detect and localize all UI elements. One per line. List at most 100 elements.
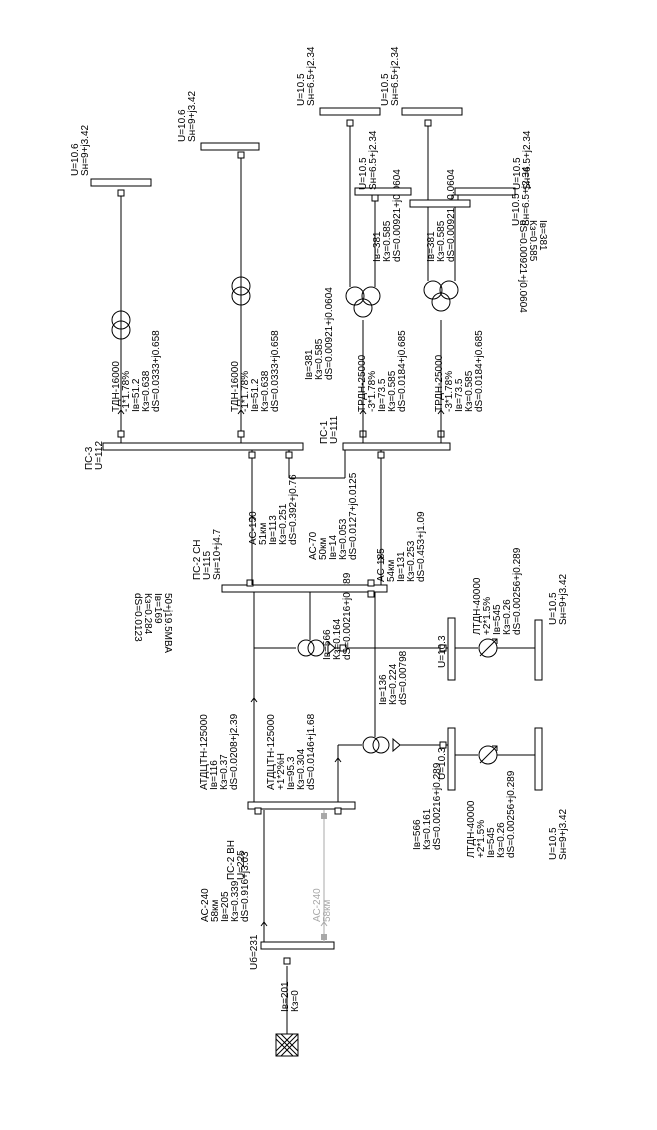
svg-text:Sн=6.5+j2.34: Sн=6.5+j2.34 <box>306 46 317 106</box>
label-atd1: АТДЦТН-125000 Iв=116 Кз=0.37 dS=0.0208+j… <box>199 713 240 790</box>
svg-text:Iв=381: Iв=381 <box>304 349 315 380</box>
svg-text:58км: 58км <box>322 900 333 922</box>
switch[interactable] <box>248 451 256 459</box>
bus-10-3-bottom[interactable] <box>447 727 456 791</box>
svg-text:ЛТДН-40000: ЛТДН-40000 <box>472 577 483 635</box>
svg-text:+2*1.5%: +2*1.5% <box>476 820 487 858</box>
switch[interactable] <box>339 644 347 652</box>
bus-10-3-bottom-label: U=10.3 <box>437 747 448 780</box>
transformer-winding-icon <box>431 292 451 312</box>
svg-text:Кз=0.161: Кз=0.161 <box>422 808 433 850</box>
label-source-current: Iв=201 Кз=0 <box>280 981 301 1012</box>
svg-text:Кз=0.37: Кз=0.37 <box>219 754 230 790</box>
svg-text:ТДН-16000: ТДН-16000 <box>230 361 241 412</box>
bus-10-3-top[interactable] <box>447 617 456 681</box>
svg-text:Iв=116: Iв=116 <box>209 760 220 790</box>
transformer-tdn-1[interactable] <box>111 310 131 340</box>
autotransformer-1[interactable] <box>297 639 336 657</box>
load-bus-ps3-2[interactable] <box>200 142 260 151</box>
ltdn-transformer-top[interactable] <box>478 638 498 658</box>
switch[interactable] <box>334 807 342 815</box>
arrow-icon <box>377 555 385 561</box>
load-bus-ps1-mid[interactable] <box>409 199 471 208</box>
switch-open[interactable] <box>321 934 327 940</box>
svg-text:АС-185: АС-185 <box>376 548 387 582</box>
label-ps1: ПС-1 U=111 <box>319 415 340 444</box>
switch[interactable] <box>117 430 125 438</box>
load-bus-ps1-2[interactable] <box>401 107 463 116</box>
switch[interactable] <box>246 579 254 587</box>
svg-text:U=111: U=111 <box>329 415 340 444</box>
svg-text:АС-150: АС-150 <box>248 511 259 545</box>
bus-ps1[interactable] <box>342 442 451 451</box>
bus-ub[interactable] <box>260 941 335 950</box>
switch[interactable] <box>237 151 245 159</box>
label-as240-1: АС-240 58км Iв=205 Кз=0.339 dS=0.916+j3.… <box>200 851 251 922</box>
transformer-tdn-2[interactable] <box>231 276 251 306</box>
bus-ps2-vn[interactable] <box>247 801 356 810</box>
source-generator[interactable] <box>275 1033 299 1057</box>
delta-icon <box>327 640 336 656</box>
switch-open[interactable] <box>321 813 327 819</box>
label-ps2-sn: ПС-2 СН U=115 Sн=10+j4.7 <box>192 528 223 580</box>
label-load-10-5-top: U=10.5 Sн=9+j3.42 <box>548 573 569 625</box>
src-iv: Iв=201 <box>280 981 291 1012</box>
bus-ps2-sn[interactable] <box>221 584 388 593</box>
svg-text:U=10.5: U=10.5 <box>296 73 307 106</box>
svg-text:ПС-3: ПС-3 <box>84 446 95 470</box>
transformer-winding-icon <box>439 280 459 300</box>
switch[interactable] <box>237 430 245 438</box>
svg-text:Кз=0.164: Кз=0.164 <box>332 618 343 660</box>
transformer-trdn-2[interactable] <box>423 280 459 312</box>
transformer-winding-icon <box>372 736 390 754</box>
switch[interactable] <box>439 644 447 652</box>
transformer-winding-icon <box>345 286 365 306</box>
transformer-trdn-1[interactable] <box>345 286 381 318</box>
label-load-ps1-4: U=10.5 Sн=6.5+j2.34 <box>512 130 533 190</box>
switch[interactable] <box>439 741 447 749</box>
svg-text:АС-240: АС-240 <box>200 888 211 922</box>
switch[interactable] <box>377 451 385 459</box>
svg-text:dS=0.0146+j1.68: dS=0.0146+j1.68 <box>306 713 317 790</box>
switch[interactable] <box>367 579 375 587</box>
load-bus-ps3-1[interactable] <box>90 178 152 187</box>
autotransformer-2[interactable] <box>362 736 401 754</box>
svg-text:Кз=0.585: Кз=0.585 <box>382 220 393 262</box>
line-as240-2-disabled[interactable]: АС-240 58км <box>312 810 333 942</box>
switch[interactable] <box>371 194 379 202</box>
load-bus-10-5-bottom[interactable] <box>534 727 543 791</box>
svg-text:АТДЦТН-125000: АТДЦТН-125000 <box>199 714 210 790</box>
load-bus-ps1-3[interactable] <box>354 187 412 196</box>
label-ps2-vn: ПС-2 ВН U=225 <box>226 840 247 880</box>
bus-ps3[interactable] <box>102 442 304 451</box>
svg-text:dS=0.00798: dS=0.00798 <box>398 650 409 705</box>
switch[interactable] <box>285 451 293 459</box>
load-bus-10-5-top[interactable] <box>534 619 543 681</box>
svg-text:ТРДН-25000: ТРДН-25000 <box>434 354 445 412</box>
switch[interactable] <box>367 590 375 598</box>
switch[interactable] <box>117 189 125 197</box>
label-winding-3: Iв=381 Кз=0.585 dS=0.00921+j0.0604 <box>426 169 457 262</box>
svg-text:Кз=0.304: Кз=0.304 <box>296 748 307 790</box>
switch[interactable] <box>254 807 262 815</box>
load-bus-ps1-1[interactable] <box>319 107 381 116</box>
svg-text:ТДН-16000: ТДН-16000 <box>111 361 122 412</box>
svg-text:Iв=545: Iв=545 <box>492 604 503 635</box>
svg-text:Iв=95.3: Iв=95.3 <box>286 756 297 790</box>
label-ps1-mid: U=10.5 Sн=6.5+j2.34 <box>511 166 532 226</box>
switch[interactable] <box>346 119 354 127</box>
label-load-ps3-2: U=10.6 Sн=9+j3.42 <box>177 90 198 142</box>
svg-text:Iв=131: Iв=131 <box>396 551 407 582</box>
svg-text:Кз=0.638: Кз=0.638 <box>141 370 152 412</box>
ltdn-transformer-bottom[interactable] <box>478 745 498 765</box>
svg-text:Sн=6.5+j2.34: Sн=6.5+j2.34 <box>522 130 533 190</box>
switch[interactable] <box>424 119 432 127</box>
svg-text:Sн=6.5+j2.34: Sн=6.5+j2.34 <box>521 166 532 226</box>
svg-text:dS=0.00216+j0.289: dS=0.00216+j0.289 <box>432 762 443 850</box>
svg-text:dS=0.0127+j0.0125: dS=0.0127+j0.0125 <box>348 472 359 560</box>
switch[interactable] <box>283 957 291 965</box>
arrow-icon <box>248 515 256 521</box>
svg-text:54км: 54км <box>386 560 397 582</box>
load-bus-ps1-4[interactable] <box>454 187 516 196</box>
label-load-ps1-1: U=10.5 Sн=6.5+j2.34 <box>296 46 317 106</box>
